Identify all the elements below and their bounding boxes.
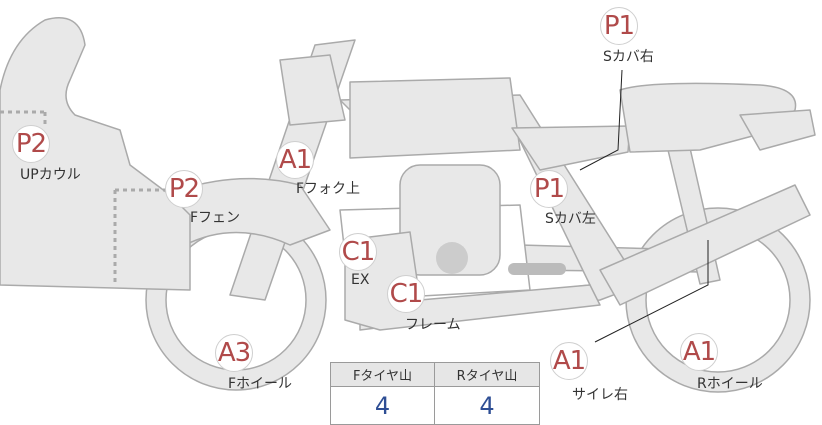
front-tire-header: Fタイヤ山 (331, 363, 435, 387)
front-tire-value: 4 (331, 387, 435, 424)
part-label: Rホイール (697, 376, 763, 392)
leader-line-s-cover-right (579, 69, 623, 171)
fuel-tank (349, 77, 521, 159)
front-fender (179, 177, 331, 246)
part-label: Sカバ左 (545, 211, 596, 227)
part-code-badge: P1 (600, 7, 638, 45)
silencer (599, 184, 811, 306)
headlight (279, 54, 346, 126)
part-code-badge: C1 (387, 275, 425, 313)
part-label: EX (351, 272, 370, 288)
part-code-badge: A1 (276, 141, 314, 179)
rear-tire-value: 4 (479, 391, 495, 420)
part-label: UPカウル (20, 167, 81, 183)
part-code-badge: P1 (530, 170, 568, 208)
part-code-badge: P2 (165, 170, 203, 208)
leader-line-silencer-right (594, 240, 709, 343)
part-code-badge: A1 (680, 333, 718, 371)
side-cover (511, 125, 631, 171)
part-label: Sカバ右 (603, 49, 654, 65)
part-code-badge: P2 (12, 125, 50, 163)
part-label: Fフォク上 (296, 181, 361, 197)
engine (399, 164, 501, 276)
part-code-badge: A3 (215, 334, 253, 372)
tire-tread-table: Fタイヤ山 Rタイヤ山 4 4 (330, 362, 540, 425)
part-code-badge: A1 (550, 342, 588, 380)
part-label: Fホイール (228, 376, 293, 392)
rear-tire-header: Rタイヤ山 (435, 363, 539, 387)
part-label: サイレ右 (572, 387, 628, 403)
part-label: Fフェン (190, 210, 241, 226)
upper-cowl (0, 17, 191, 291)
rear-fender (739, 109, 816, 151)
part-code-badge: C1 (339, 233, 377, 271)
part-label: フレーム (405, 317, 461, 333)
